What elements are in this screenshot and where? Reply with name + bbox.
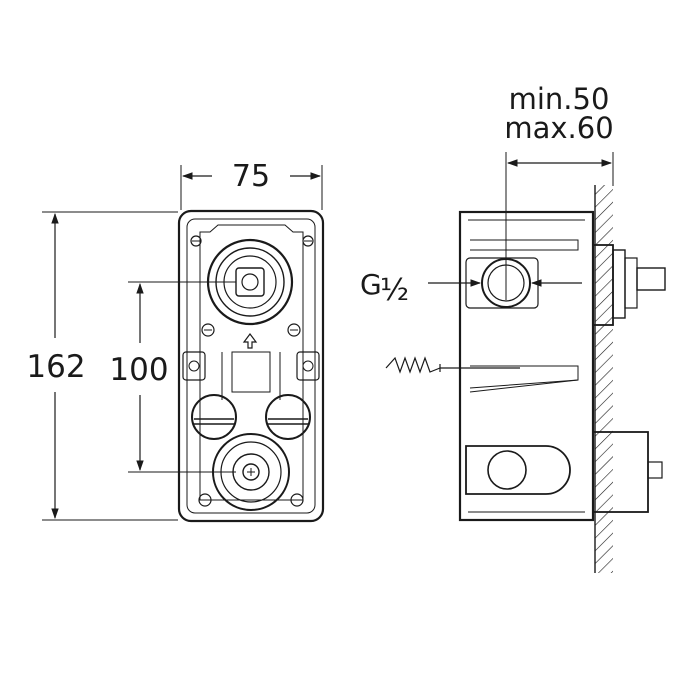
screw-mid-right bbox=[287, 323, 301, 337]
depth-min-label: min.50 bbox=[509, 82, 610, 116]
screw-top-right bbox=[302, 235, 314, 247]
thread-label-half: ½ bbox=[380, 273, 409, 308]
screw-bottom-right bbox=[290, 493, 304, 507]
width-label: 75 bbox=[232, 159, 270, 194]
depth-max-label: max.60 bbox=[504, 111, 613, 145]
right-fitting bbox=[592, 244, 666, 326]
screw-top-left bbox=[190, 235, 202, 247]
thread-label-G: G bbox=[360, 268, 382, 301]
wall-hatch bbox=[595, 185, 613, 573]
height-label: 162 bbox=[26, 349, 85, 385]
plug-left bbox=[191, 394, 237, 440]
front-housing bbox=[177, 209, 325, 523]
spacing-label: 100 bbox=[109, 352, 168, 388]
dimension-height: 162 bbox=[26, 211, 178, 521]
dimension-width: 75 bbox=[180, 159, 323, 210]
lower-fitting bbox=[592, 431, 663, 513]
thread-dimension: G ½ bbox=[360, 268, 582, 308]
screw-mid-left bbox=[201, 323, 215, 337]
anchor-screw bbox=[385, 356, 520, 374]
front-view bbox=[177, 209, 325, 523]
side-view bbox=[385, 185, 666, 573]
dimension-depth: min.50 max.60 bbox=[504, 82, 614, 300]
plug-right bbox=[265, 394, 311, 440]
side-slot bbox=[465, 445, 571, 495]
screw-bottom-left bbox=[198, 493, 212, 507]
dimension-spacing: 100 bbox=[109, 281, 236, 473]
flow-arrow-mark bbox=[242, 333, 258, 349]
side-housing bbox=[458, 210, 595, 522]
